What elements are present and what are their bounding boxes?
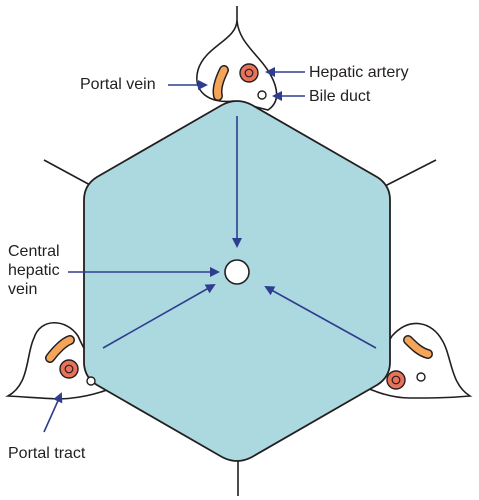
pointer-portal-tract (43, 392, 63, 433)
central-hepatic-vein (224, 259, 250, 285)
flow-arrow-bottom-left (102, 284, 216, 349)
boundary-line-upper-right (384, 159, 437, 187)
bile-duct-label: Bile duct (309, 88, 371, 105)
portal-vein-bottom-right-fill (404, 336, 432, 358)
flow-arrow-bottom-right (264, 286, 377, 349)
hepatic-artery-top-lumen (244, 68, 254, 78)
bile-duct-bottom-right (416, 372, 426, 382)
boundary-line-upper-left (43, 159, 93, 187)
hepatic-artery-bottom-right-lumen (391, 375, 401, 385)
central-label-line-3: vein (8, 281, 38, 298)
hepatic-artery-label: Hepatic artery (309, 64, 409, 81)
central-label-line-1: Central (8, 243, 60, 260)
flow-arrows (102, 116, 377, 349)
portal-vein-top-fill (214, 66, 228, 100)
bile-duct-bottom-left (86, 376, 96, 386)
portal-vein-label: Portal vein (80, 76, 156, 93)
portal-tract-label: Portal tract (8, 445, 86, 462)
portal-vein-bottom-left-fill (46, 336, 74, 362)
hepatic-artery-bottom-left-lumen (64, 364, 74, 374)
bile-duct-top (257, 90, 267, 100)
label-pointers (43, 67, 305, 433)
central-hepatic-vein-label: Central hepatic vein (8, 242, 60, 299)
central-label-line-2: hepatic (8, 262, 60, 279)
